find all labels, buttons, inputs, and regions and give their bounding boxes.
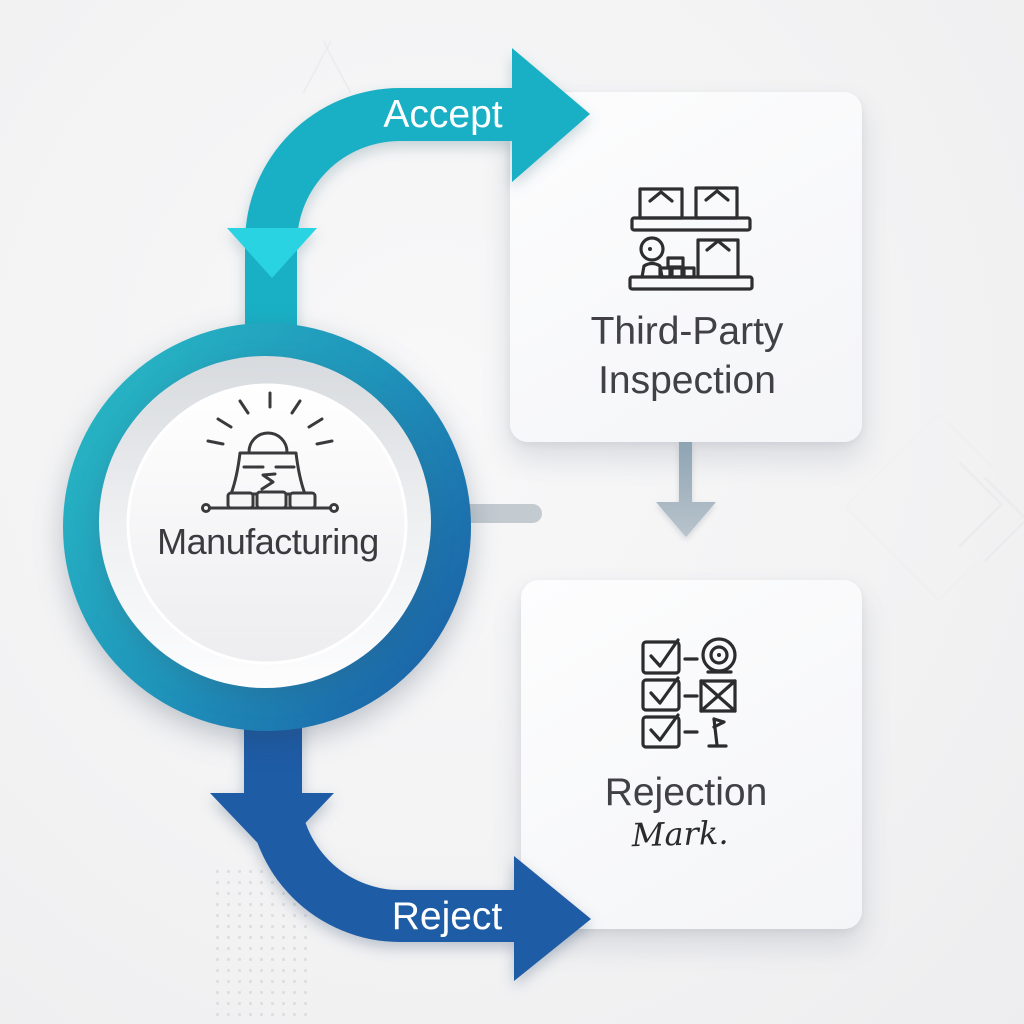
down-arrowhead-icon: [656, 502, 716, 537]
manufacturing-node-label: Manufacturing: [157, 521, 379, 562]
warehouse-shelves-icon: [628, 186, 754, 291]
rejection-node-label: Rejection: [604, 771, 768, 814]
checklist-review-icon: [641, 637, 737, 749]
manufacturing-ring: [63, 323, 471, 731]
inspection-node-label: Third-Party Inspection: [538, 307, 836, 405]
inspection-label-line2: Inspection: [598, 359, 776, 402]
inspection-to-rejection-arrow: [656, 442, 716, 537]
accept-edge-label: Accept: [383, 93, 503, 136]
factory-icon: [201, 391, 339, 513]
reject-edge-label: Reject: [391, 895, 503, 938]
manufacturing-inner-circle: [126, 383, 408, 665]
inspection-label-line1: Third-Party: [590, 310, 784, 353]
rejection-card: [521, 580, 862, 929]
rejection-node-sublabel: Mark.: [631, 813, 729, 855]
accept-arrow: [227, 48, 590, 345]
connector-line: [448, 504, 542, 523]
accept-down-arrowhead-icon: [227, 228, 317, 278]
manufacturing-node: [63, 323, 471, 731]
